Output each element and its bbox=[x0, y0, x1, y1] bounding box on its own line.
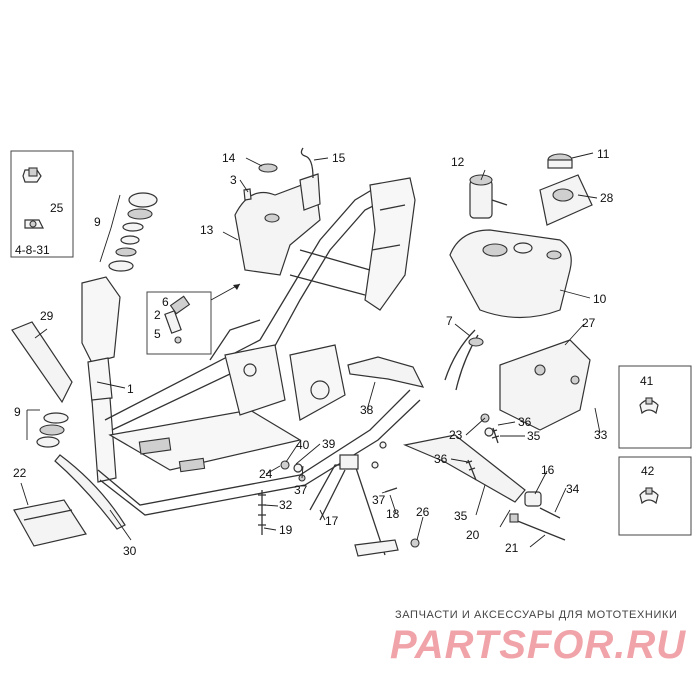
callout-20: 20 bbox=[466, 528, 480, 542]
callout-21: 21 bbox=[505, 541, 519, 555]
inset-box-clamp-41 bbox=[618, 365, 692, 449]
lower-bearing bbox=[36, 412, 69, 448]
callout-14: 14 bbox=[222, 151, 236, 165]
callout-12: 12 bbox=[451, 155, 465, 169]
inset-box-fuel-tap bbox=[146, 291, 212, 355]
callout-2: 2 bbox=[154, 308, 161, 322]
callout-22: 22 bbox=[13, 466, 27, 480]
callout-35-lower: 35 bbox=[454, 509, 468, 523]
callout-40: 40 bbox=[296, 438, 310, 452]
callout-23: 23 bbox=[449, 428, 463, 442]
callout-42: 42 bbox=[641, 464, 655, 478]
rear-cover bbox=[499, 339, 591, 431]
callout-17: 17 bbox=[325, 514, 339, 528]
tool-pouch-22 bbox=[13, 499, 87, 547]
callout-25: 25 bbox=[50, 201, 64, 215]
main-frame bbox=[81, 177, 421, 516]
leader-lines bbox=[20, 152, 601, 548]
bush-16 bbox=[524, 491, 542, 507]
callout-36-lower: 36 bbox=[434, 452, 448, 466]
callout-26: 26 bbox=[416, 505, 430, 519]
callout-4-8-31: 4-8-31 bbox=[15, 243, 50, 257]
oil-reservoir bbox=[234, 147, 321, 276]
bolt-21 bbox=[514, 519, 566, 541]
callout-30: 30 bbox=[123, 544, 137, 558]
inset-box-clamp-42 bbox=[618, 456, 692, 536]
callout-38: 38 bbox=[360, 403, 374, 417]
callout-41: 41 bbox=[640, 374, 654, 388]
center-stand bbox=[309, 454, 399, 557]
fuel-tank bbox=[449, 229, 572, 319]
callout-37-left: 37 bbox=[294, 483, 308, 497]
side-stand-lever bbox=[402, 434, 526, 503]
callout-3: 3 bbox=[230, 173, 237, 187]
callout-35-upper: 35 bbox=[527, 429, 541, 443]
callout-labels: 1 2 3 4-8-31 5 6 7 9 9 10 11 12 13 14 15… bbox=[13, 147, 655, 558]
callout-9-upper: 9 bbox=[94, 215, 101, 229]
strap-30 bbox=[54, 454, 126, 530]
callout-9-lower: 9 bbox=[14, 405, 21, 419]
callout-32: 32 bbox=[279, 498, 293, 512]
callout-10: 10 bbox=[593, 292, 607, 306]
callout-34: 34 bbox=[566, 482, 580, 496]
watermark-tagline: ЗАПЧАСТИ И АКСЕССУАРЫ ДЛЯ МОТОТЕХНИКИ bbox=[395, 609, 677, 621]
callout-27: 27 bbox=[582, 316, 596, 330]
callout-19: 19 bbox=[279, 523, 293, 537]
callout-11: 11 bbox=[597, 147, 610, 161]
watermark-logo: PARTSFOR.RU bbox=[390, 623, 686, 667]
callout-29: 29 bbox=[40, 309, 54, 323]
callout-5: 5 bbox=[154, 327, 161, 341]
callout-36-upper: 36 bbox=[518, 415, 532, 429]
callout-39: 39 bbox=[322, 437, 336, 451]
callout-6: 6 bbox=[162, 295, 169, 309]
fuel-cap bbox=[547, 153, 573, 169]
callout-37-right: 37 bbox=[372, 493, 386, 507]
callout-15: 15 bbox=[332, 151, 346, 165]
bracket-29 bbox=[11, 321, 73, 404]
steering-bearing-stack bbox=[108, 192, 158, 272]
callout-24: 24 bbox=[259, 467, 273, 481]
callout-18: 18 bbox=[386, 507, 400, 521]
bolt-34 bbox=[539, 507, 561, 519]
callout-13: 13 bbox=[200, 223, 214, 237]
callout-16: 16 bbox=[541, 463, 555, 477]
callout-1: 1 bbox=[127, 382, 134, 396]
callout-7: 7 bbox=[446, 314, 453, 328]
arrow-head-icon bbox=[233, 284, 240, 290]
inset-box-clips bbox=[10, 150, 74, 258]
fuel-pump bbox=[469, 174, 508, 219]
callout-28: 28 bbox=[600, 191, 614, 205]
bracket-38 bbox=[347, 356, 425, 388]
springs bbox=[258, 427, 500, 535]
watermark: ЗАПЧАСТИ И АКСЕССУАРЫ ДЛЯ МОТОТЕХНИКИ PA… bbox=[390, 609, 686, 667]
callout-33: 33 bbox=[594, 428, 608, 442]
